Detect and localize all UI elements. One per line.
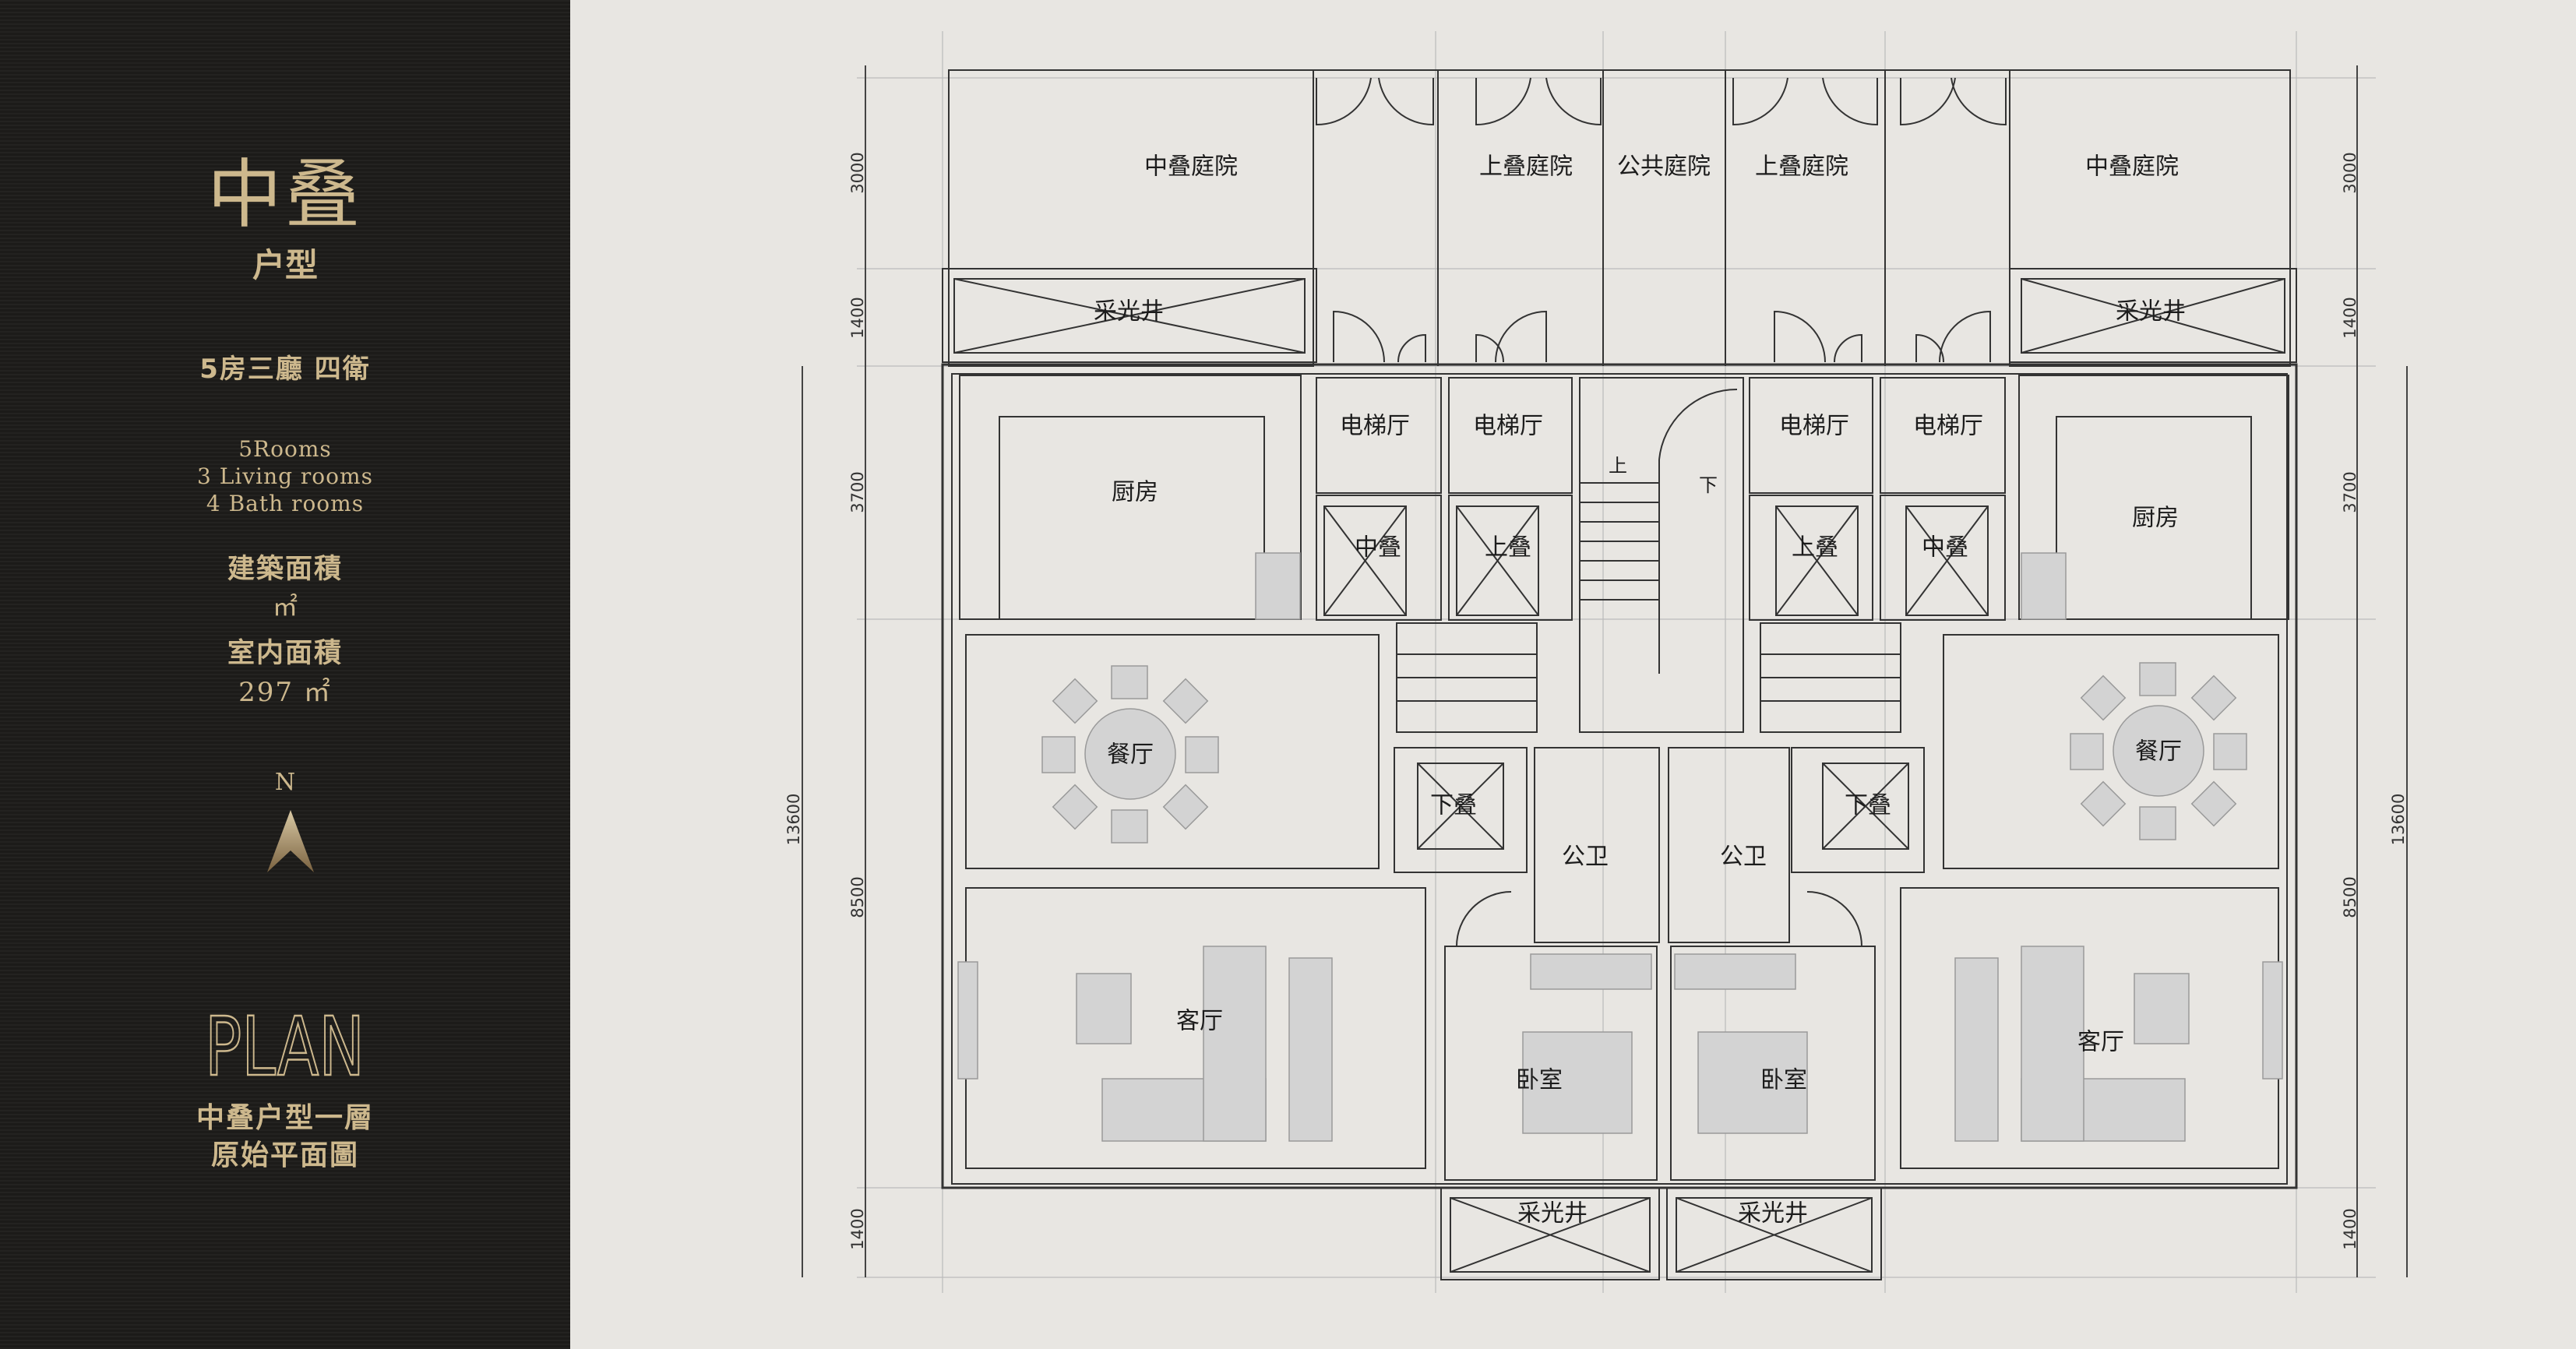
room-labels: 中叠庭院 上叠庭院 公共庭院 上叠庭院 中叠庭院 采光井 采光井 电梯厅 电梯厅… xyxy=(1094,153,2186,1227)
plan-heading-text: PLAN xyxy=(205,1011,365,1081)
unit-title: 中叠 xyxy=(207,151,363,238)
dining-table-left xyxy=(1041,665,1219,844)
label-kitchen-left: 厨房 xyxy=(1112,479,1158,506)
label-living-left: 客厅 xyxy=(1176,1008,1223,1035)
plan-heading: PLAN xyxy=(205,1011,365,1081)
dining-table-right xyxy=(2070,662,2247,840)
label-lift-upper-left: 上叠 xyxy=(1485,534,1531,562)
label-lift-upper-right: 上叠 xyxy=(1792,534,1838,562)
en-bath: 4 Bath rooms xyxy=(206,491,365,516)
label-lift-mid-right: 中叠 xyxy=(1922,534,1968,562)
label-lift-hall-4: 电梯厅 xyxy=(1913,413,1983,440)
label-bedroom-right: 卧室 xyxy=(1760,1067,1807,1094)
label-lift-hall-3: 电梯厅 xyxy=(1779,413,1849,440)
dim-3000: 3000 xyxy=(848,152,867,193)
dim-3700: 3700 xyxy=(2341,471,2359,512)
en-living: 3 Living rooms xyxy=(197,463,373,489)
label-dining-left: 餐厅 xyxy=(1107,741,1154,769)
label-lightwell-bottom-right: 采光井 xyxy=(1738,1200,1808,1227)
dimensions-left: 3000 1400 3700 8500 1400 13600 xyxy=(784,152,867,1249)
interior-area-label: 室内面積 xyxy=(227,638,343,669)
label-lift-hall-2: 电梯厅 xyxy=(1473,413,1543,440)
label-wc-right: 公卫 xyxy=(1720,844,1767,871)
label-courtyard-upper-left: 上叠庭院 xyxy=(1479,153,1573,181)
dim-3000: 3000 xyxy=(2341,152,2359,193)
dim-1400: 1400 xyxy=(2341,1208,2359,1249)
label-courtyard-public: 公共庭院 xyxy=(1617,153,1711,181)
dim-total: 13600 xyxy=(2389,794,2408,846)
label-lift-lower-right: 下叠 xyxy=(1845,792,1891,819)
label-wc-left: 公卫 xyxy=(1562,844,1609,871)
label-living-right: 客厅 xyxy=(2077,1029,2124,1056)
dimensions-right: 3000 1400 3700 8500 1400 13600 xyxy=(2341,152,2408,1249)
beds xyxy=(1522,953,1808,1134)
sidebar: 中叠 户型 5房三廳 四衛 5Rooms 3 Living rooms 4 Ba… xyxy=(0,0,570,1349)
interior-area-value: 297 ㎡ xyxy=(238,677,332,708)
label-lightwell-bottom-left: 采光井 xyxy=(1517,1200,1588,1227)
gross-area-unit: ㎡ xyxy=(272,592,298,622)
north-label: N xyxy=(274,769,296,796)
north-arrow-icon xyxy=(267,810,314,872)
label-lift-hall-1: 电梯厅 xyxy=(1340,413,1410,440)
gross-area-label: 建築面積 xyxy=(227,554,343,585)
label-kitchen-right: 厨房 xyxy=(2132,505,2179,532)
dim-8500: 8500 xyxy=(848,876,867,918)
dim-8500: 8500 xyxy=(2341,876,2359,918)
label-lift-lower-left: 下叠 xyxy=(1430,792,1477,819)
sofa-left xyxy=(957,946,1333,1142)
label-lift-mid-left: 中叠 xyxy=(1355,534,1401,562)
label-lightwell-top-left: 采光井 xyxy=(1094,298,1164,326)
label-courtyard-mid-left: 中叠庭院 xyxy=(1144,153,1238,181)
en-rooms: 5Rooms xyxy=(238,436,332,462)
unit-subtitle: 户型 xyxy=(252,246,318,284)
caption-line-2: 原始平面圖 xyxy=(210,1139,359,1171)
dim-1400: 1400 xyxy=(848,1208,867,1249)
label-dining-right: 餐厅 xyxy=(2135,738,2182,766)
label-bedroom-left: 卧室 xyxy=(1516,1067,1563,1094)
label-courtyard-mid-right: 中叠庭院 xyxy=(2085,153,2179,181)
dim-total: 13600 xyxy=(784,794,803,846)
dimension-lines xyxy=(802,65,2408,1277)
dim-1400: 1400 xyxy=(2341,297,2359,338)
label-stair-down: 下 xyxy=(1699,474,1718,496)
floor-plan: 3000 1400 3700 8500 1400 13600 3000 1400… xyxy=(784,31,2408,1293)
label-lightwell-top-right: 采光井 xyxy=(2116,298,2186,326)
dim-1400: 1400 xyxy=(848,297,867,338)
dim-3700: 3700 xyxy=(848,471,867,512)
caption-line-1: 中叠户型一層 xyxy=(196,1102,374,1134)
label-courtyard-upper-right: 上叠庭院 xyxy=(1755,153,1848,181)
rooms-summary: 5房三廳 四衛 xyxy=(199,354,371,385)
sofa-right xyxy=(1954,946,2283,1142)
furniture xyxy=(957,552,2283,1142)
label-stair-up: 上 xyxy=(1609,455,1627,477)
walls xyxy=(941,69,2298,1280)
